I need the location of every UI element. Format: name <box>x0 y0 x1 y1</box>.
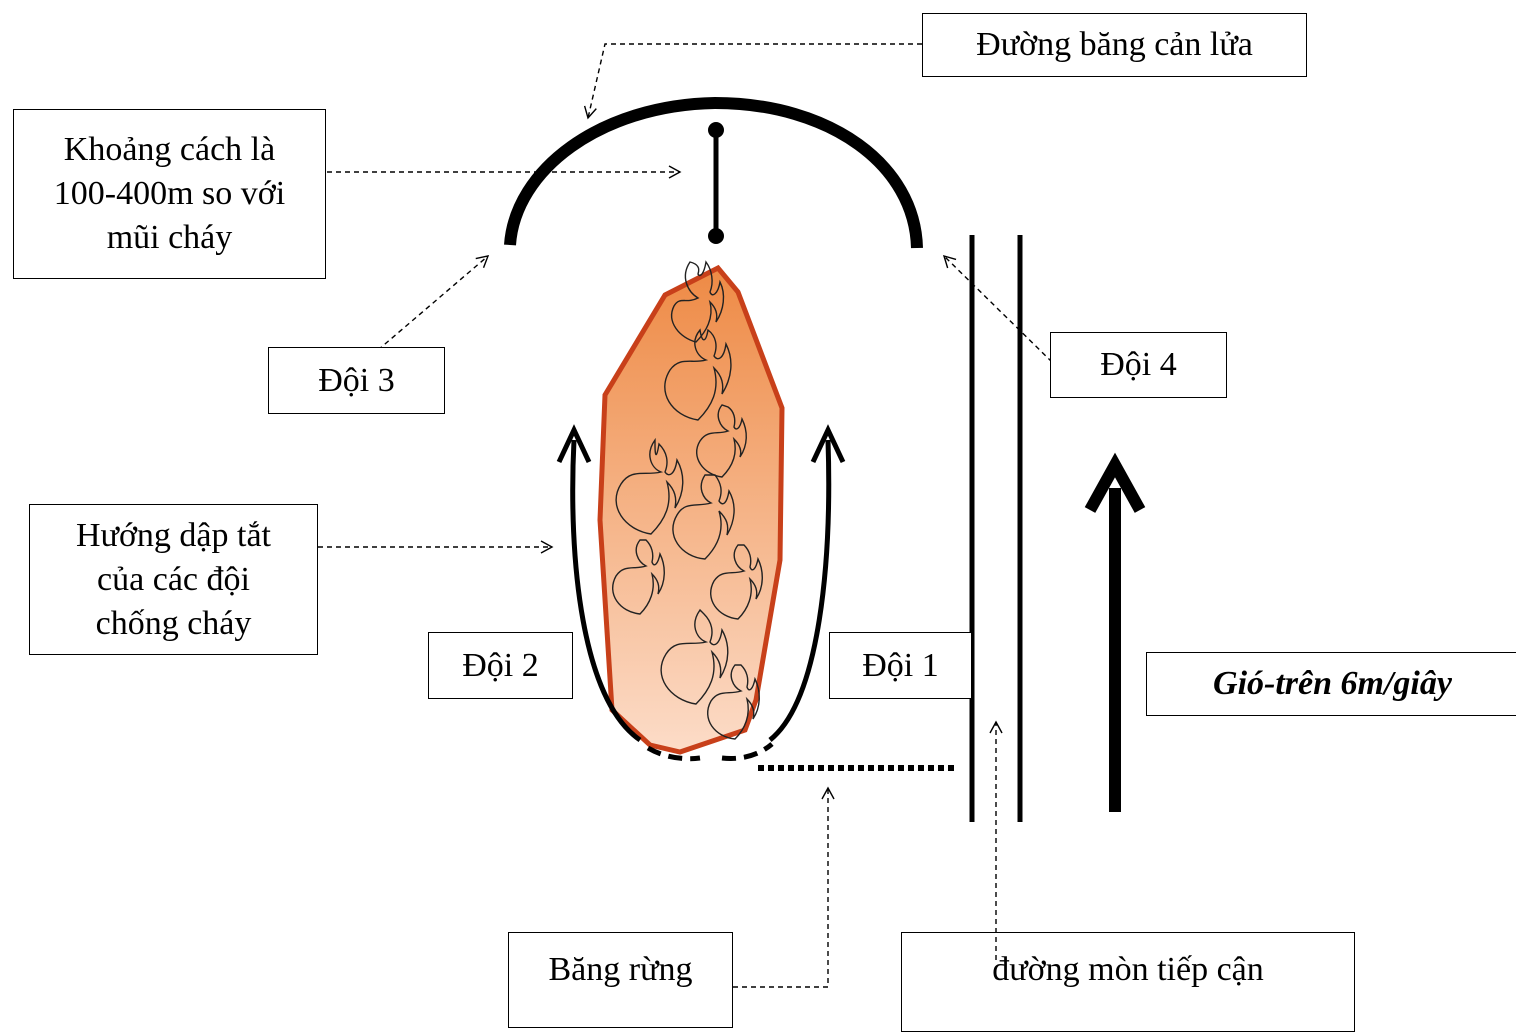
flame-icon <box>615 437 684 535</box>
flame-icon <box>612 539 665 615</box>
flame-icon <box>672 474 735 560</box>
left-suppression-arrow <box>570 439 642 743</box>
right-suppression-arrow <box>768 439 832 742</box>
firebreak-arc <box>504 96 923 249</box>
leader-team3 <box>377 255 490 351</box>
suppression-arrows <box>556 424 846 743</box>
flame-icon-group <box>612 260 763 740</box>
leader-forest-strip <box>733 786 835 988</box>
fire-base-dashes <box>646 742 774 762</box>
label-team4: Đội 4 <box>1050 332 1227 398</box>
label-wind: Gió-trên 6m/giây <box>1146 652 1516 716</box>
label-distance: Khoảng cách là 100-400m so với mũi cháy <box>13 109 326 279</box>
flame-icon <box>660 608 729 705</box>
flame-icon <box>671 260 725 343</box>
flame-icon <box>707 664 760 740</box>
leader-firebreak <box>583 43 922 120</box>
leader-team4 <box>942 254 1053 363</box>
wind-arrow-icon <box>1084 452 1146 812</box>
flame-icon <box>664 328 732 421</box>
access-trail-lines <box>969 235 1023 822</box>
distance-marker <box>708 122 724 244</box>
label-team1: Đội 1 <box>829 632 972 699</box>
flame-icon <box>695 404 747 478</box>
fire-zone <box>597 260 785 755</box>
flame-icon <box>710 544 763 620</box>
label-forest-strip: Băng rừng <box>508 932 733 1028</box>
leader-lines <box>318 43 1053 988</box>
label-access-trail: đường mòn tiếp cận <box>901 932 1355 1032</box>
fire-area <box>597 264 785 755</box>
label-suppression-direction: Hướng dập tắt của các đội chống cháy <box>29 504 318 655</box>
label-team3: Đội 3 <box>268 347 445 414</box>
label-firebreak: Đường băng cản lửa <box>922 13 1307 77</box>
label-team2: Đội 2 <box>428 632 573 699</box>
